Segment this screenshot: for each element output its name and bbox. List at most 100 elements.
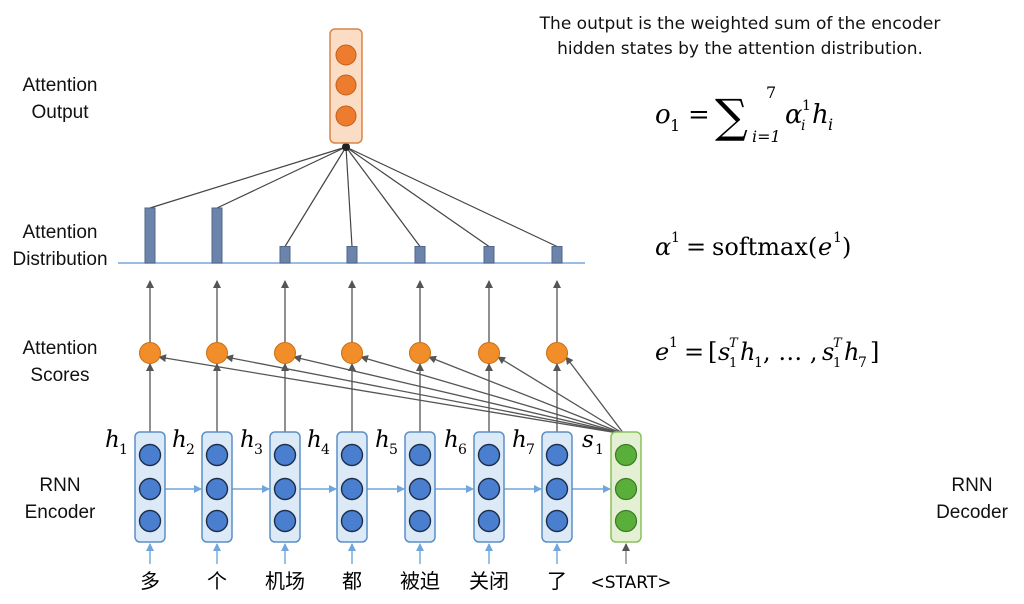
input-token: 关闭 bbox=[469, 569, 509, 593]
hidden-state-label: h bbox=[105, 427, 120, 453]
decoder-state-label: s bbox=[582, 427, 594, 453]
eq-dist-alpha-sup: 1 bbox=[671, 230, 680, 246]
attention-output-label-line2: Output bbox=[31, 102, 89, 123]
attention-bar bbox=[144, 207, 156, 264]
note-line1: The output is the weighted sum of the en… bbox=[539, 14, 941, 34]
attention-distribution-label: Attention Distribution bbox=[6, 219, 114, 273]
distribution-to-output-line bbox=[216, 146, 347, 209]
rnn-decoder-label-line1: RNN bbox=[951, 475, 993, 496]
encoder-hidden-node bbox=[273, 443, 297, 467]
encoder-hidden-node bbox=[545, 443, 569, 467]
encoder-hidden-node bbox=[545, 477, 569, 501]
eq-scores-s-a: s bbox=[718, 338, 730, 366]
encoder-hidden-node bbox=[273, 477, 297, 501]
hidden-state-label: h bbox=[240, 427, 255, 453]
rnn-encoder-label-line1: RNN bbox=[39, 475, 81, 496]
attention-score-node bbox=[206, 342, 228, 364]
input-token: 被迫 bbox=[400, 569, 440, 593]
attention-scores-label-line1: Attention bbox=[22, 338, 98, 359]
distribution-to-output-line bbox=[345, 146, 353, 247]
eq-scores-h-b-sub: 7 bbox=[858, 355, 867, 371]
hidden-state-subscript: 6 bbox=[458, 442, 467, 458]
encoder-hidden-node bbox=[340, 509, 364, 533]
attention-bar bbox=[346, 246, 358, 264]
attention-score-node bbox=[546, 342, 568, 364]
input-token: 个 bbox=[207, 569, 227, 593]
equation-distribution: α 1 = softmax( e 1 ) bbox=[655, 230, 851, 261]
rnn-encoder-label-line2: Encoder bbox=[24, 502, 96, 523]
distribution-to-output-line bbox=[345, 146, 490, 247]
eq-output-o-sub: 1 bbox=[670, 116, 680, 135]
encoder-hidden-node bbox=[408, 477, 432, 501]
hidden-state-label: h bbox=[375, 427, 390, 453]
attention-score-node bbox=[139, 342, 161, 364]
input-token: 机场 bbox=[265, 569, 305, 593]
distribution-to-output-line bbox=[345, 146, 558, 248]
attention-bar bbox=[551, 246, 563, 264]
eq-output-equals: = bbox=[688, 100, 710, 130]
attention-distribution-label-line1: Attention bbox=[22, 222, 98, 243]
eq-scores-h-a-sub: 1 bbox=[754, 355, 763, 371]
decoder-to-score-line bbox=[497, 356, 625, 435]
encoder-hidden-node bbox=[408, 443, 432, 467]
encoder-hidden-node bbox=[205, 509, 229, 533]
rnn-decoder-label: RNN Decoder bbox=[922, 472, 1022, 526]
hidden-state-subscript: 2 bbox=[186, 442, 195, 458]
eq-output-alpha: α bbox=[785, 100, 803, 130]
decoder-to-score-line bbox=[565, 356, 625, 435]
eq-scores-s-a-sub: 1 bbox=[729, 356, 737, 371]
encoder-hidden-node bbox=[340, 443, 364, 467]
attention-score-node bbox=[409, 342, 431, 364]
attention-output-label: Attention Output bbox=[6, 72, 114, 126]
eq-scores-s-b: s bbox=[822, 338, 834, 366]
eq-scores-close: ] bbox=[870, 338, 879, 366]
eq-dist-equals: = bbox=[686, 233, 706, 261]
hidden-state-subscript: 3 bbox=[254, 442, 263, 458]
encoder-hidden-node bbox=[545, 509, 569, 533]
distribution-to-output-line bbox=[284, 146, 347, 247]
hidden-state-label: h bbox=[512, 427, 527, 453]
encoder-hidden-node bbox=[138, 477, 162, 501]
hidden-state-subscript: 5 bbox=[389, 442, 398, 458]
encoder-hidden-node bbox=[477, 477, 501, 501]
output-node bbox=[335, 74, 357, 96]
eq-output-h: h bbox=[812, 100, 829, 130]
eq-scores-e-sup: 1 bbox=[669, 335, 678, 351]
attention-score-node bbox=[274, 342, 296, 364]
encoder-hidden-node bbox=[477, 509, 501, 533]
eq-output-h-sub: i bbox=[828, 115, 833, 134]
attention-score-node bbox=[341, 342, 363, 364]
eq-dist-e: e bbox=[818, 233, 832, 261]
equation-scores: e 1 = [ s T 1 h 1 , … , s T 1 h 7 ] bbox=[655, 335, 879, 371]
encoder-hidden-node bbox=[340, 477, 364, 501]
decoder-to-score-line bbox=[428, 355, 625, 435]
attention-distribution-label-line2: Distribution bbox=[12, 249, 108, 270]
decoder-to-score-line bbox=[158, 354, 625, 435]
distribution-to-output-line bbox=[345, 146, 421, 247]
rnn-decoder-label-line2: Decoder bbox=[936, 502, 1008, 523]
output-node bbox=[335, 105, 357, 127]
hidden-state-subscript: 4 bbox=[321, 442, 330, 458]
eq-scores-s-b-sup: T bbox=[833, 336, 843, 351]
input-token: 了 bbox=[547, 569, 567, 593]
start-token: <START> bbox=[591, 573, 672, 593]
encoder-hidden-node bbox=[205, 443, 229, 467]
input-token: 多 bbox=[140, 569, 160, 593]
eq-dist-softmax: softmax( bbox=[712, 233, 817, 261]
rnn-encoder-label: RNN Encoder bbox=[6, 472, 114, 526]
distribution-to-output-line bbox=[149, 146, 347, 209]
attention-bar bbox=[483, 246, 495, 264]
output-node bbox=[335, 44, 357, 66]
decoder-hidden-node bbox=[614, 477, 638, 501]
eq-dist-close: ) bbox=[842, 233, 851, 261]
attention-score-node bbox=[478, 342, 500, 364]
eq-scores-s-b-sub: 1 bbox=[833, 356, 841, 371]
decoder-hidden-node bbox=[614, 443, 638, 467]
output-explanation-note: The output is the weighted sum of the en… bbox=[490, 12, 990, 62]
input-token: 都 bbox=[342, 569, 362, 593]
eq-scores-s-a-sup: T bbox=[729, 336, 739, 351]
decoder-state-subscript: 1 bbox=[595, 442, 604, 458]
encoder-hidden-node bbox=[273, 509, 297, 533]
eq-scores-e: e bbox=[655, 338, 669, 366]
hidden-state-label: h bbox=[307, 427, 322, 453]
